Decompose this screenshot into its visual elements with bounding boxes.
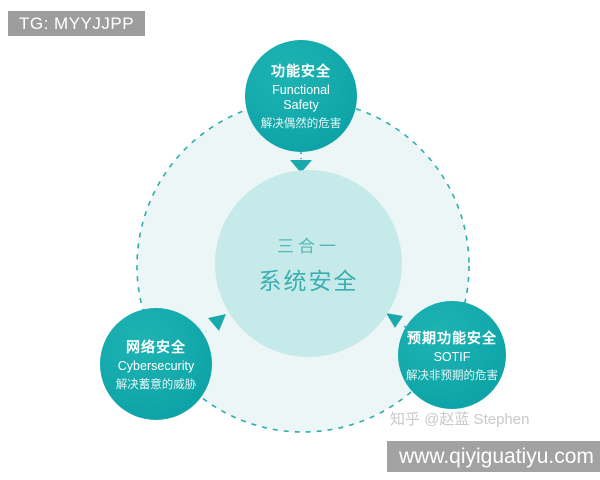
node-subtitle: Functional Safety	[272, 83, 330, 112]
node-title: 网络安全	[126, 338, 186, 355]
center-label-top: 三合一	[277, 236, 340, 256]
node-subtitle: Cybersecurity	[117, 358, 195, 373]
node-desc: 解决偶然的危害	[260, 118, 342, 130]
node-title: 功能安全	[271, 63, 331, 79]
tg-badge: TG: MYYJJPP	[8, 11, 146, 36]
site-url-bar: www.qiyiguatiyu.com	[387, 441, 600, 472]
node-sotif: 预期功能安全 SOTIF 解决非预期的危害	[398, 301, 506, 409]
node-desc: 解决非预期的危害	[406, 369, 498, 382]
node-cybersecurity: 网络安全 Cybersecurity 解决蓄意的威胁	[100, 308, 212, 420]
node-title: 预期功能安全	[407, 329, 497, 346]
center-circle-system-safety: 三合一 系统安全	[215, 170, 402, 357]
node-subtitle: SOTIF	[433, 349, 471, 364]
node-desc: 解决蓄意的威胁	[115, 378, 197, 391]
center-label-main: 系统安全	[258, 267, 359, 294]
node-functional-safety: 功能安全 Functional Safety 解决偶然的危害	[245, 40, 357, 152]
zhihu-watermark: 知乎 @赵蓝 Stephen	[390, 411, 530, 428]
